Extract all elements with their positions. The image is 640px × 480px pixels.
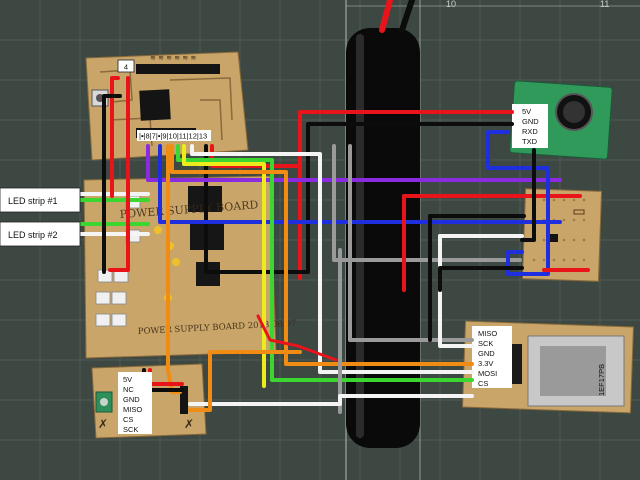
sensor-pin-label: TXD — [522, 137, 538, 146]
mcu-pin-label-box — [137, 130, 211, 141]
svg-text:✗: ✗ — [184, 417, 194, 431]
wire-yellow — [182, 144, 266, 388]
pin-header-spi — [180, 386, 188, 414]
sd-pin-label: MISO — [478, 329, 497, 338]
wire-blue — [158, 144, 562, 224]
wire-red — [108, 76, 130, 272]
wire-red-thin — [256, 314, 338, 362]
wire-white-spi — [188, 394, 474, 406]
spi-pin-label: NC — [123, 385, 134, 394]
led-strip-label: LED strip #2 — [8, 230, 58, 240]
sd-pin-label: MOSI — [478, 369, 497, 378]
wire-orange-spi — [188, 350, 302, 412]
sd-pin-label-box — [472, 326, 512, 388]
wire-blue-sensor — [486, 130, 550, 276]
spi-pin-label: SCK — [123, 425, 138, 434]
ruler-mark: 10 — [446, 0, 456, 9]
wire-black — [102, 94, 122, 274]
wire-black-sensor-gnd — [204, 122, 514, 274]
led-strip-1-label: LED strip #1 — [0, 187, 81, 213]
sd-pin-label: SCK — [478, 339, 493, 348]
sensor-pin-label: 5V — [522, 107, 531, 116]
spi-pin-label: MISO — [123, 405, 142, 414]
mcu-chip — [139, 89, 171, 121]
wire-gray — [332, 144, 522, 262]
sd-pin-label: GND — [478, 349, 495, 358]
sensor-pin-label: RXD — [522, 127, 538, 136]
wire-orange-33v — [170, 144, 474, 366]
sd-chip-text: 1EF17PB — [597, 364, 606, 396]
svg-text:✗: ✗ — [98, 417, 108, 431]
svg-text:≋ ≋ ≋ ≋ ≋ ≋: ≋ ≋ ≋ ≋ ≋ ≋ — [150, 54, 196, 62]
pin-header-top — [136, 64, 220, 74]
sensor-pin-label: GND — [522, 117, 539, 126]
wires — [68, 76, 590, 414]
sd-pin-label: 3.3V — [478, 359, 493, 368]
mcu-badge — [117, 59, 135, 73]
battery-pack — [346, 0, 420, 448]
led-strip-label: LED strip #1 — [8, 196, 58, 206]
spi-pin-label: GND — [123, 395, 140, 404]
sd-card-module: 1EF17PB MISO SCK GND 3.3V MOSI CS — [462, 320, 634, 414]
wire-purple — [146, 144, 562, 182]
wire-black — [438, 266, 524, 292]
wire-red — [110, 76, 120, 198]
spi-pin-label-box: 5V NC GND MISO CS SCK — [118, 372, 152, 434]
spi-pin-label: 5V — [123, 375, 132, 384]
spi-pin-label: CS — [123, 415, 133, 424]
ruler-mark: 11 — [600, 0, 609, 9]
sensor-module: 5V GND RXD TXD — [509, 80, 613, 160]
wire-black — [520, 148, 536, 242]
mcu-pin-label: |▪|8|7|▪|9|10|11|12|13 — [139, 132, 207, 141]
led-strip-2-label: LED strip #2 — [0, 221, 81, 247]
sd-pin-label: CS — [478, 379, 488, 388]
mcu-badge-text: 4 — [124, 63, 128, 72]
wire-white-mosi — [190, 144, 474, 374]
sensor-pin-label-box — [512, 104, 548, 148]
